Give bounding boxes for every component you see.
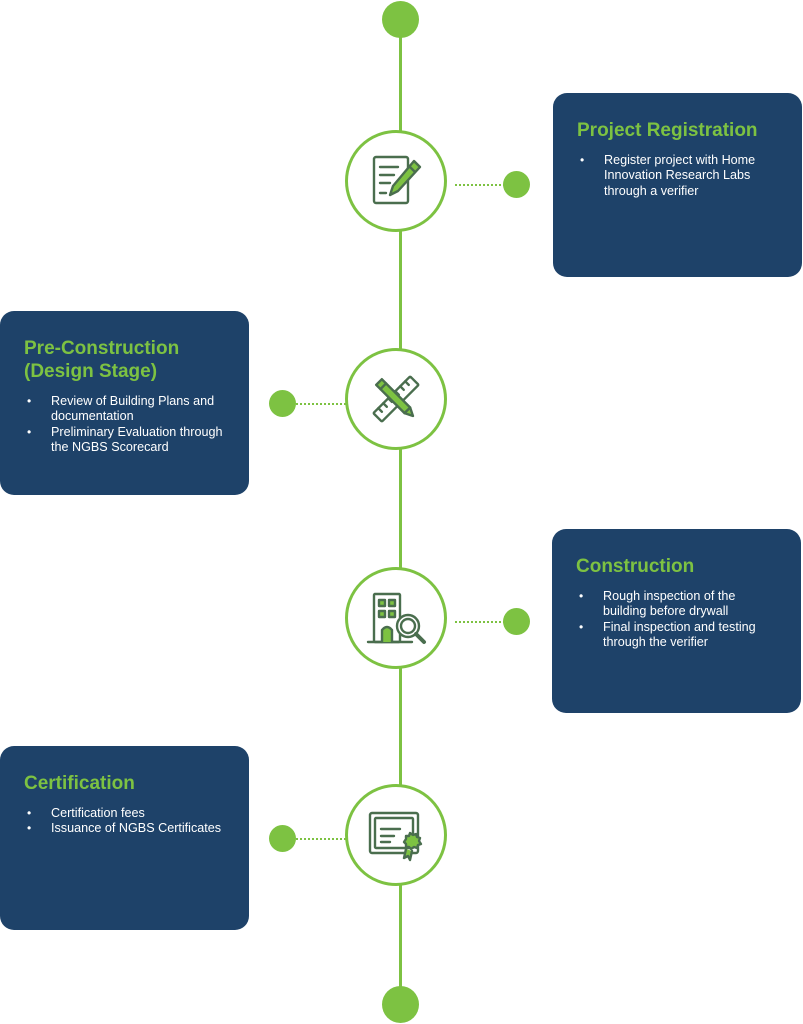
bullet-list: Review of Building Plans and documentati… <box>24 394 225 456</box>
card-certification: Certification Certification fees Issuanc… <box>0 746 249 930</box>
timeline-start-dot <box>382 1 419 38</box>
side-dot-construction <box>503 608 530 635</box>
side-dot-pre-construction <box>269 390 296 417</box>
step-node-pre-construction <box>345 348 447 450</box>
bullet-list: Register project with Home Innovation Re… <box>577 153 778 199</box>
bullet-item: Final inspection and testing through the… <box>576 620 777 651</box>
timeline-end-dot <box>382 986 419 1023</box>
card-title: Project Registration <box>577 120 758 141</box>
bullet-item: Issuance of NGBS Certificates <box>24 821 225 837</box>
connector-certification <box>296 838 346 840</box>
connector-construction <box>455 621 505 623</box>
bullet-item: Preliminary Evaluation through the NGBS … <box>24 425 225 456</box>
bullet-list: Rough inspection of the building before … <box>576 589 777 651</box>
ruler-pencil-icon <box>372 375 420 423</box>
side-dot-certification <box>269 825 296 852</box>
bullet-item: Register project with Home Innovation Re… <box>577 153 778 199</box>
card-title: Construction <box>576 556 695 577</box>
side-dot-project-registration <box>503 171 530 198</box>
bullet-item: Rough inspection of the building before … <box>576 589 777 620</box>
connector-pre-construction <box>296 403 346 405</box>
connector-project-registration <box>455 184 505 186</box>
timeline-spine <box>399 20 402 1004</box>
bullet-item: Certification fees <box>24 806 225 822</box>
step-node-construction <box>345 567 447 669</box>
document-pencil-icon <box>372 155 422 205</box>
bullet-item: Review of Building Plans and documentati… <box>24 394 225 425</box>
card-construction: Construction Rough inspection of the bui… <box>552 529 801 713</box>
card-project-registration: Project Registration Register project wi… <box>553 93 802 277</box>
card-title: Pre-Construction (Design Stage) <box>24 338 180 382</box>
certificate-icon <box>368 811 423 862</box>
building-magnifier-icon <box>366 592 426 644</box>
card-pre-construction: Pre-Construction (Design Stage) Review o… <box>0 311 249 495</box>
bullet-list: Certification fees Issuance of NGBS Cert… <box>24 806 225 837</box>
card-title: Certification <box>24 773 135 794</box>
step-node-project-registration <box>345 130 447 232</box>
step-node-certification <box>345 784 447 886</box>
